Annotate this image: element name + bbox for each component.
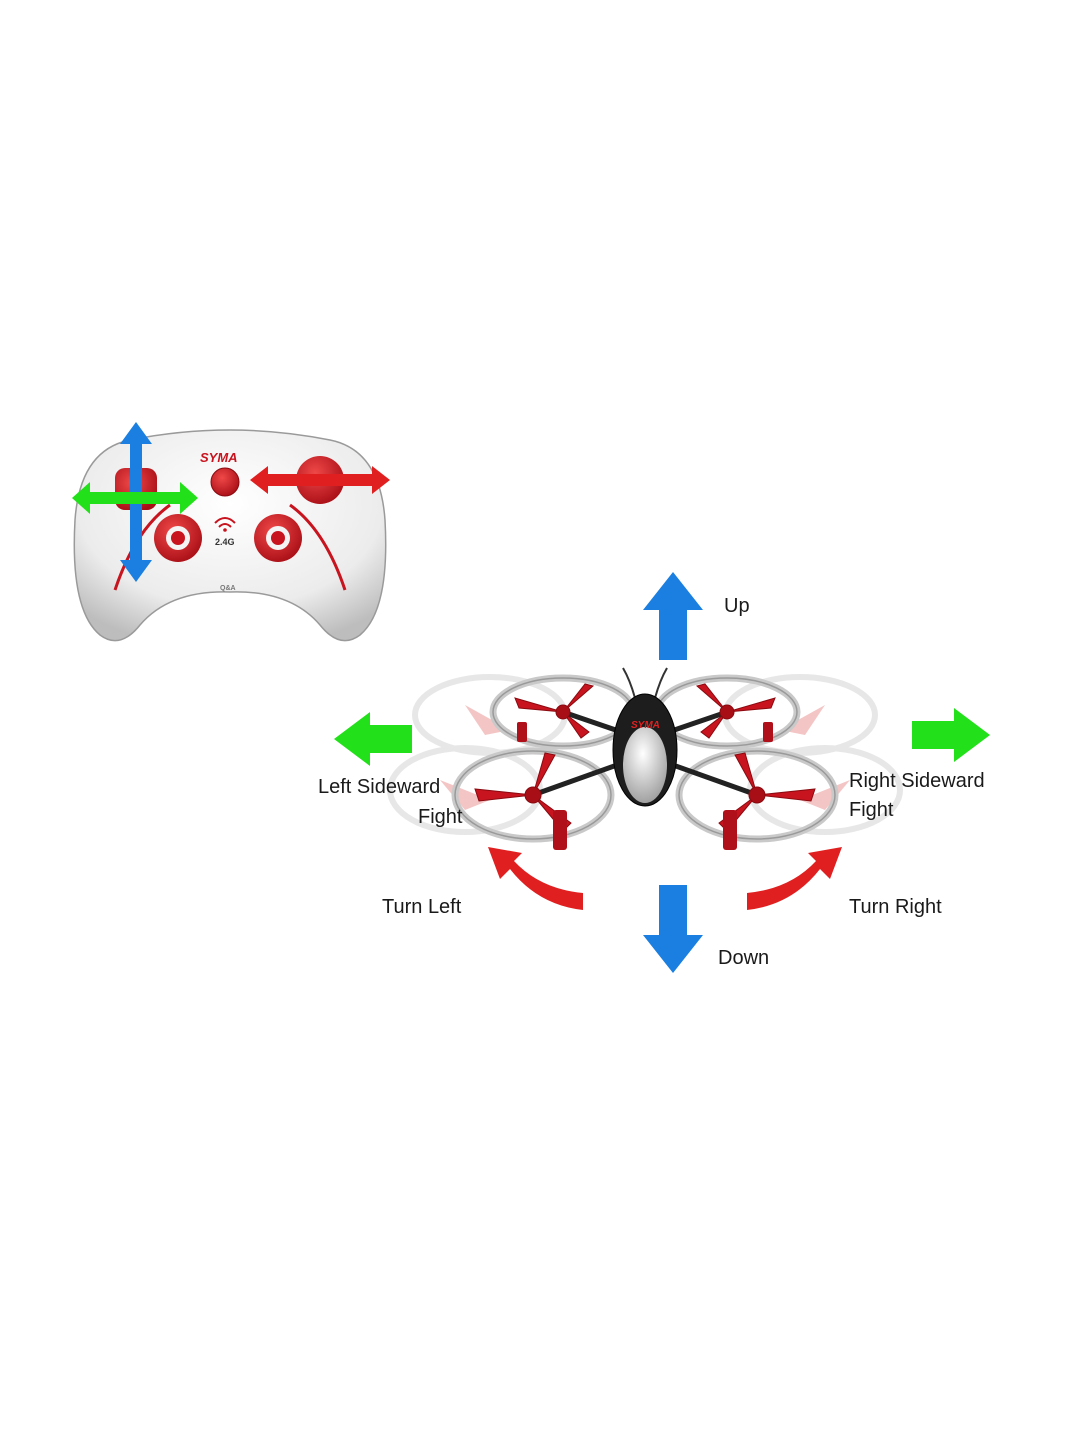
left-sideward-label-line2: Fight (418, 806, 463, 828)
down-label: Down (718, 947, 770, 969)
quadcopter-drone: SYMA (387, 667, 903, 850)
turn-right-arrow-icon (747, 847, 842, 910)
left-sideward-label-line1: Left Sideward (318, 776, 441, 798)
rotate-left-right-arrow (72, 482, 198, 514)
propeller-front-right (695, 683, 776, 739)
sideward-left-right-arrow (250, 466, 390, 494)
drone-brand-logo: SYMA (631, 720, 660, 731)
right-sideward-arrow-icon (912, 708, 990, 762)
drone-canopy (623, 727, 667, 803)
controller-brand-logo: SYMA (200, 450, 238, 465)
controller-model-label: Q&A (220, 585, 236, 592)
up-label: Up (724, 595, 750, 617)
propeller-front-left (514, 683, 595, 739)
right-sideward-label-line2: Fight (849, 799, 894, 821)
turn-left-arrow-icon (488, 847, 583, 910)
right-sideward-label-line1: Right Sideward (849, 770, 985, 792)
power-button (210, 467, 240, 497)
left-sideward-arrow-icon (334, 712, 412, 766)
frequency-label: 2.4G (215, 537, 235, 547)
down-arrow-icon (643, 885, 703, 973)
left-trim-pad (154, 514, 202, 562)
up-arrow-icon (643, 572, 703, 660)
right-trim-pad (254, 514, 302, 562)
turn-left-label: Turn Left (382, 896, 462, 918)
remote-controller: SYMA 2.4G Q&A (72, 422, 390, 642)
turn-right-label: Turn Right (849, 896, 942, 918)
wireless-icon (214, 517, 236, 532)
